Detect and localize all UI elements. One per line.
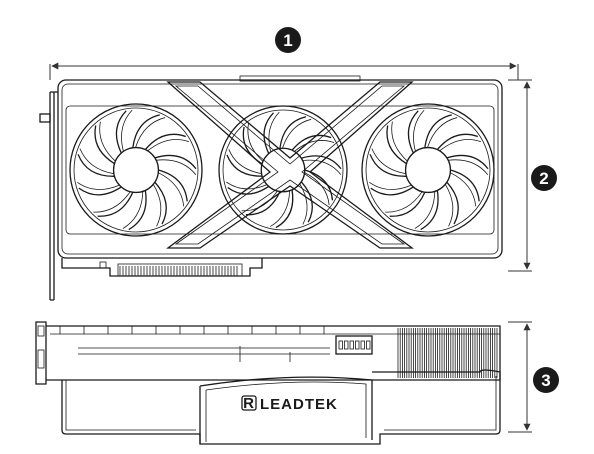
fan-center bbox=[218, 105, 348, 235]
io-bracket bbox=[39, 91, 58, 301]
leadtek-logo: R LEADTEK bbox=[241, 395, 338, 413]
card-top-view: R LEADTEK bbox=[35, 321, 501, 445]
marker-1: 1 bbox=[275, 27, 301, 53]
marker-3-label: 3 bbox=[541, 371, 550, 390]
shroud-outline bbox=[57, 79, 503, 259]
marker-2-label: 2 bbox=[539, 169, 548, 188]
marker-1-label: 1 bbox=[283, 31, 292, 50]
marker-3: 3 bbox=[533, 367, 559, 393]
fan-right-hub bbox=[404, 146, 452, 194]
marker-2: 2 bbox=[531, 165, 557, 191]
power-connector bbox=[335, 335, 373, 355]
x-cross-decor bbox=[166, 81, 414, 249]
dimension-thickness bbox=[508, 321, 532, 433]
dimension-height bbox=[508, 79, 532, 272]
fan-left bbox=[69, 103, 203, 237]
logo-text: LEADTEK bbox=[260, 396, 338, 413]
dimension-length bbox=[49, 62, 519, 80]
fan-left-hub bbox=[112, 146, 160, 194]
pcie-connector bbox=[117, 263, 243, 277]
logo-glyph: R bbox=[243, 395, 255, 412]
fan-right bbox=[361, 103, 495, 237]
heatsink-fins bbox=[59, 326, 498, 378]
card-front-view bbox=[39, 75, 503, 301]
